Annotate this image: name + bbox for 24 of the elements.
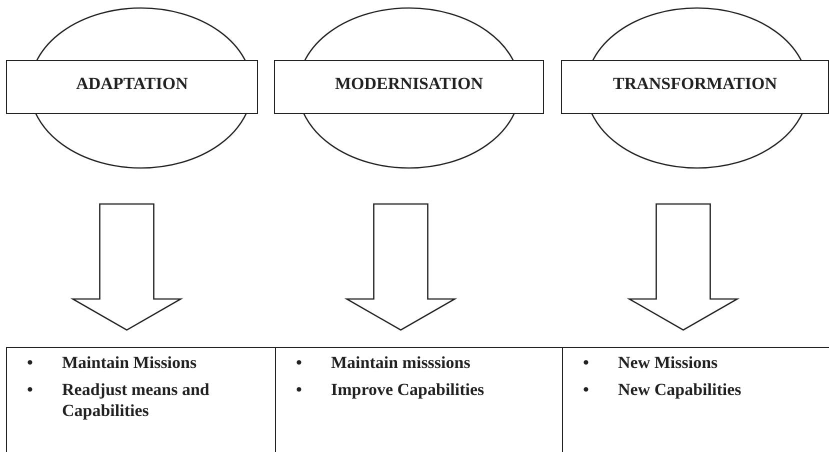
table-cell [6,347,275,452]
bullet-item: Maintain misssions [331,352,472,373]
box-title: TRANSFORMATION [612,74,778,94]
bullet-item: New Capabilities [618,379,742,400]
bullet-item: New Missions [618,352,719,373]
label-box [274,60,544,114]
bullet-marker: • [296,352,302,373]
label-box [6,60,258,114]
bullet-item: Improve Capabilities [331,379,486,400]
bullet-marker: • [27,379,33,400]
bullet-item: Maintain Missions [62,352,198,373]
table-cell [562,347,829,452]
block-arrow [70,203,184,331]
bullet-marker: • [583,379,589,400]
bullet-item: Readjust means and Capabilities [62,379,210,421]
bullet-marker: • [583,352,589,373]
box-title: MODERNISATION [335,74,483,94]
block-arrow [626,203,740,331]
bullet-marker: • [296,379,302,400]
bullet-marker: • [27,352,33,373]
table-cell [275,347,562,452]
block-arrow [344,203,458,331]
box-title: ADAPTATION [76,74,188,94]
label-box [561,60,829,114]
